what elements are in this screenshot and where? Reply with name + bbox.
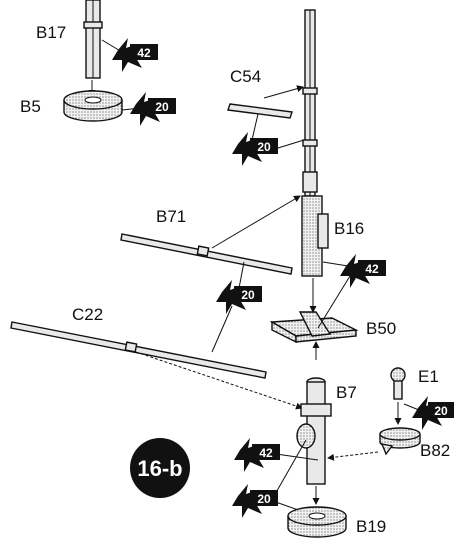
part-b16-tube — [301, 195, 329, 277]
arrow-b82-to-b7 — [327, 451, 379, 461]
label-b16: B16 — [334, 219, 364, 238]
qty-badge-b16: 42 — [340, 254, 386, 288]
qty-badge-b17: 42 — [112, 38, 158, 72]
qty-badge-b19: 20 — [232, 484, 278, 518]
part-c22-bar — [10, 321, 267, 379]
arrow-c22-to-b7 — [135, 351, 303, 410]
part-b82-piece — [379, 427, 421, 456]
part-b7-post — [296, 377, 332, 485]
qty-badge-b5-label: 20 — [155, 100, 169, 114]
step-badge-label: 16-b — [137, 456, 182, 481]
qty-badge-e1-label: 20 — [434, 404, 448, 418]
qty-badge-b17-label: 42 — [137, 46, 151, 60]
part-main-rod — [302, 9, 318, 197]
step-badge: 16-b — [130, 438, 190, 498]
arrow-c54-to-rod — [263, 85, 304, 99]
label-b82: B82 — [420, 441, 450, 460]
leader-c22 — [211, 305, 233, 353]
label-e1: E1 — [418, 367, 439, 386]
label-c54: C54 — [230, 67, 261, 86]
qty-badge-b7-label: 42 — [259, 446, 273, 460]
qty-badge-e1: 20 — [412, 396, 454, 430]
qty-badge-b16-label: 42 — [365, 262, 379, 276]
qty-badge-b71-c22-label: 20 — [241, 288, 255, 302]
label-b19: B19 — [356, 517, 386, 536]
leader-b7 — [275, 453, 319, 461]
leader-c54-a — [251, 113, 259, 141]
leader-c54-b — [277, 139, 305, 149]
part-b17-rod — [83, 0, 103, 79]
part-b71-bar — [120, 233, 293, 275]
arrow-b71-to-rod — [211, 195, 301, 249]
qty-badge-b7: 42 — [234, 438, 280, 472]
part-e1-screw — [390, 367, 406, 400]
leader-b50 — [317, 275, 351, 329]
label-c22: C22 — [72, 305, 103, 324]
part-b5-base — [63, 90, 123, 122]
label-b50: B50 — [366, 319, 396, 338]
label-b5: B5 — [20, 97, 41, 116]
part-c54-bar — [227, 103, 293, 119]
part-b50-connector — [269, 311, 359, 344]
label-b17: B17 — [36, 23, 66, 42]
part-b19-base — [287, 506, 347, 538]
leader-b16 — [322, 261, 349, 267]
label-b71: B71 — [156, 207, 186, 226]
qty-badge-c54: 20 — [232, 132, 278, 166]
label-b7: B7 — [336, 383, 357, 402]
leader-b19-a — [273, 439, 307, 497]
qty-badge-b71-c22: 20 — [216, 280, 262, 314]
qty-badge-b5: 20 — [130, 92, 176, 126]
qty-badge-c54-label: 20 — [257, 140, 271, 154]
qty-badge-b19-label: 20 — [257, 492, 271, 506]
